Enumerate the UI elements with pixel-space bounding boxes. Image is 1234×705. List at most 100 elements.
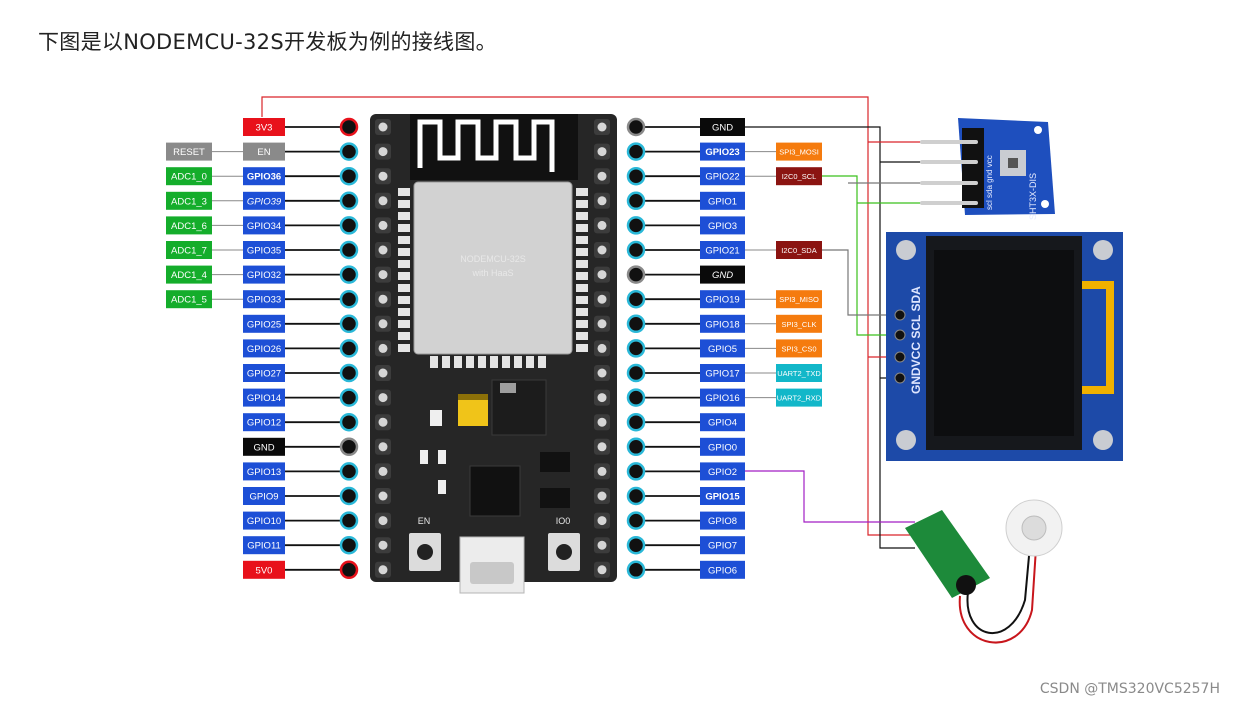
pin-label: GND [712,270,733,281]
pin-label-box [700,511,745,530]
sensor-header [962,128,984,208]
pin-terminal [339,363,359,383]
alt-function-label: ADC1_7 [171,246,207,257]
pin-terminal [626,240,646,260]
pin-label-box [243,265,285,284]
pin-terminal [626,388,646,407]
alt-function-box [776,388,822,407]
pin-label-box [700,118,745,136]
smd-ic-1 [540,452,570,472]
alt-function-label: UART2_RXD [777,394,822,403]
header-hole [597,393,607,403]
smd-part-2 [420,450,428,464]
pin-terminal [626,560,646,580]
module-pad [576,200,588,208]
header-hole [378,196,388,206]
pin-terminal [339,339,359,358]
pin-label: GPIO36 [247,172,281,183]
board-subtitle: with HaaS [471,268,513,278]
sensor-pin-labels: scl sda gnd vcc [985,155,994,210]
module-pad [478,356,486,368]
pin-terminal [339,437,359,457]
pin-label: GPIO34 [247,221,281,232]
module-pad [490,356,498,368]
sht3x-sensor-module: SHT3X-DIS scl sda gnd vcc [920,118,1055,220]
header-hole [597,122,607,132]
header-hole [378,368,388,378]
en-button-cap[interactable] [417,544,433,560]
pin-label-box [243,536,285,555]
module-pad [576,320,588,328]
module-pad [576,224,588,232]
pin-label: GPIO27 [247,369,281,380]
header-hole [378,565,388,575]
pin-terminal [339,166,359,186]
alt-function-box [776,314,822,333]
sensor-pins [920,140,978,205]
alt-function-box [776,290,822,309]
pin-label-box [243,511,285,530]
pin-terminal [626,289,646,309]
module-pad [576,212,588,220]
pin-label-box [700,462,745,481]
alt-function-box [776,364,822,382]
module-pad [576,308,588,316]
pin-terminal [339,314,359,334]
module-pad [398,224,410,232]
pin-label: GPIO33 [247,295,281,306]
pin-label: GPIO1 [708,196,737,207]
buzzer-wire-red [958,547,1037,644]
pin-label-box [700,167,745,186]
pin-label-box [243,167,285,186]
alt-function-label: ADC1_5 [171,295,207,306]
alt-function-box [776,241,822,259]
pin-label-box [243,142,285,161]
pin-label: EN [257,147,270,158]
pin-terminal [626,117,646,137]
pin-label: GND [253,442,274,453]
pin-label-box [700,388,745,407]
pin-label: GPIO13 [247,467,281,478]
alt-function-label: ADC1_0 [171,172,207,183]
smd-part-1 [430,410,442,426]
pin-terminal [339,462,359,481]
module-pad [398,320,410,328]
pin-label: GPIO23 [705,147,739,158]
btn-en-label: EN [418,516,431,526]
header-hole [378,270,388,280]
pin-terminal [626,166,646,186]
pin-label: GPIO19 [705,295,739,306]
header-hole [597,196,607,206]
alt-function-label: ADC1_6 [171,221,207,232]
alt-function-label: SPI3_CS0 [781,344,816,353]
pin-label-box [243,118,285,136]
header-hole [597,516,607,526]
header-hole [378,393,388,403]
module-pad [398,248,410,256]
io0-button-cap[interactable] [556,544,572,560]
header-hole [597,147,607,157]
header-hole [378,442,388,452]
alt-function-box [166,290,212,309]
header-hole [597,417,607,427]
pin-label-box [243,191,285,210]
pin-label-box [700,191,745,210]
module-pad [398,272,410,280]
header-hole [378,220,388,230]
sensor-chip-die [1008,158,1018,168]
pin-terminal [626,412,646,432]
oled-header-pin [894,351,906,363]
pin-label-box [243,413,285,432]
pin-label: GPIO0 [708,442,737,453]
alt-function-label: UART2_TXD [777,369,821,378]
buzzer-cylinder [956,575,976,595]
sensor-hole-1 [1034,126,1042,134]
pin-label-box [700,216,745,235]
oled-hole-tr [1093,240,1113,260]
wire-gnd-speaker [879,378,915,549]
pin-terminal [626,462,646,481]
pin-label: GPIO32 [247,270,281,281]
pin-label-box [700,339,745,358]
pin-label: GPIO17 [705,369,739,380]
oled-hole-bl [896,430,916,450]
